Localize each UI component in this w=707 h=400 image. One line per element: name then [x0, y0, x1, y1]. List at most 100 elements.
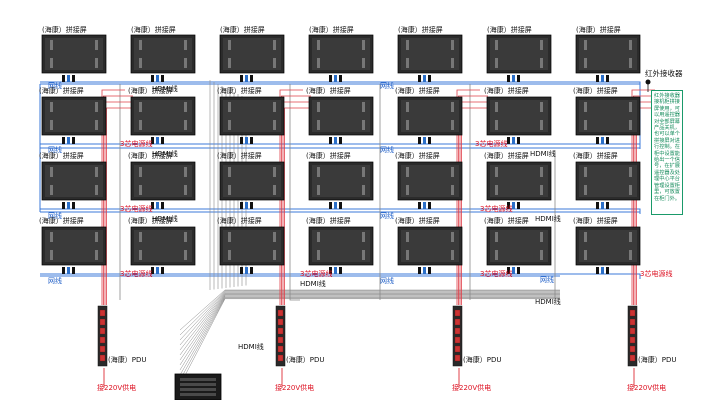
power-plug	[161, 75, 164, 82]
screen-bracket	[629, 120, 632, 130]
hdmi-bus-line	[179, 289, 560, 331]
screen-bracket	[317, 40, 320, 50]
pdu-outlet	[99, 336, 106, 344]
screen-bracket	[540, 232, 543, 242]
screen-panel	[401, 230, 459, 262]
pdu-outlet	[99, 309, 106, 317]
screen-label: (海康）拼接屏	[220, 26, 265, 34]
pdu-outlet	[277, 309, 284, 317]
network-plug	[67, 267, 70, 274]
screen-bracket	[406, 120, 409, 130]
screen-bracket	[273, 232, 276, 242]
screen-bracket	[273, 185, 276, 195]
network-plug	[156, 202, 159, 209]
screen-panel	[134, 100, 192, 132]
power-plug	[72, 137, 75, 144]
screen-bracket	[629, 40, 632, 50]
power-plug	[72, 75, 75, 82]
network-plug	[334, 75, 337, 82]
screen-bracket	[540, 40, 543, 50]
screen-bracket	[495, 120, 498, 130]
screen-panel	[223, 165, 281, 197]
screen-label: (海康）拼接屏	[487, 26, 532, 34]
pdu-label: (海康）PDU	[638, 356, 677, 364]
hdmi-plug	[240, 202, 243, 209]
screen-bracket	[629, 250, 632, 260]
screen-label: (海康）拼接屏	[395, 87, 440, 95]
power-plug	[517, 75, 520, 82]
screen-bracket	[184, 250, 187, 260]
screen-panel	[312, 165, 370, 197]
screen-bracket	[95, 120, 98, 130]
screen-bracket	[50, 232, 53, 242]
screen-bracket	[540, 102, 543, 112]
network-plug	[67, 75, 70, 82]
screen-panel	[134, 165, 192, 197]
screen-bracket	[95, 250, 98, 260]
screen-label: (海康）拼接屏	[306, 152, 351, 160]
power-plug	[428, 75, 431, 82]
mains-label: 接220V供电	[97, 384, 137, 392]
rack-unit	[180, 393, 216, 396]
hdmi-bus-line	[179, 298, 560, 386]
network-plug	[245, 267, 248, 274]
screen-bracket	[451, 185, 454, 195]
screen-bracket	[584, 167, 587, 177]
hdmi-plug	[507, 137, 510, 144]
screen-label: (海康）拼接屏	[573, 152, 618, 160]
screen-bracket	[317, 232, 320, 242]
screen-label: (海康）拼接屏	[131, 26, 176, 34]
screen-bracket	[50, 102, 53, 112]
hdmi-plug	[329, 267, 332, 274]
network-label: 网线	[48, 82, 62, 90]
hdmi-plug	[418, 75, 421, 82]
screen-bracket	[228, 58, 231, 68]
network-plug	[245, 137, 248, 144]
hdmi-plug	[329, 202, 332, 209]
screen-bracket	[406, 40, 409, 50]
screen-bracket	[50, 250, 53, 260]
screen-bracket	[273, 40, 276, 50]
network-plug	[601, 202, 604, 209]
pdu-outlet	[454, 318, 461, 326]
screen-bracket	[629, 232, 632, 242]
screen-bracket	[139, 102, 142, 112]
network-plug	[423, 75, 426, 82]
network-plug	[156, 137, 159, 144]
server-rack	[174, 373, 222, 400]
network-plug	[245, 202, 248, 209]
pdu-outlet	[629, 327, 636, 335]
screen-bracket	[406, 185, 409, 195]
screen-bracket	[50, 185, 53, 195]
hdmi-plug	[507, 267, 510, 274]
screen-bracket	[273, 250, 276, 260]
screen-label: (海康）拼接屏	[128, 87, 173, 95]
hdmi-plug	[596, 202, 599, 209]
screen-panel	[401, 165, 459, 197]
network-label: 网线	[48, 277, 62, 285]
power-plug	[339, 267, 342, 274]
hdmi-label: HDMI线	[238, 343, 264, 351]
hdmi-label: HDMI线	[300, 280, 326, 288]
screen-bracket	[584, 250, 587, 260]
screen-label: (海康）拼接屏	[128, 217, 173, 225]
screen-bracket	[184, 40, 187, 50]
power-plug	[72, 202, 75, 209]
screen-bracket	[228, 232, 231, 242]
screen-bracket	[139, 250, 142, 260]
screen-bracket	[451, 102, 454, 112]
screen-bracket	[317, 185, 320, 195]
power-cable-label: 3芯电源线	[640, 270, 673, 278]
power-plug	[339, 137, 342, 144]
screen-label: (海康）拼接屏	[484, 87, 529, 95]
hdmi-bus-line	[179, 291, 560, 341]
screen-panel	[45, 230, 103, 262]
screen-label: (海康）拼接屏	[39, 87, 84, 95]
screen-bracket	[95, 102, 98, 112]
screen-bracket	[584, 120, 587, 130]
power-plug	[517, 202, 520, 209]
network-label: 网线	[540, 276, 554, 284]
network-label: 网线	[380, 146, 394, 154]
screen-bracket	[139, 120, 142, 130]
pdu-outlet	[454, 336, 461, 344]
